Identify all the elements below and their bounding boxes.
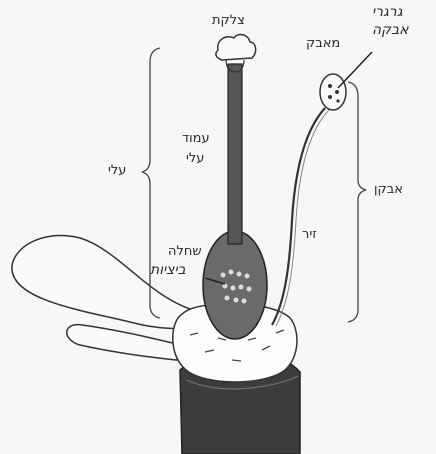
label-stamen: אבקן <box>374 183 403 198</box>
label-style-line2: עלי <box>186 152 204 167</box>
stamen-bracket <box>348 82 366 322</box>
stigma <box>216 35 256 60</box>
label-ovules: ביציות <box>150 262 186 278</box>
anther <box>320 74 346 110</box>
style <box>228 64 242 244</box>
pollen-pointer <box>338 52 372 88</box>
filament <box>272 108 325 325</box>
ovary <box>203 231 267 339</box>
label-anther: מאבק <box>306 37 340 52</box>
label-pollen-line1: גרגרי <box>372 4 402 20</box>
label-style-line1: עמוד <box>182 132 210 147</box>
label-ovary: שחלה <box>168 245 202 260</box>
label-filament: זיר <box>302 228 317 243</box>
label-pistil: עלי <box>108 164 126 179</box>
label-stigma: צלקת <box>212 14 245 29</box>
label-pollen-line2: אבקה <box>372 22 409 38</box>
